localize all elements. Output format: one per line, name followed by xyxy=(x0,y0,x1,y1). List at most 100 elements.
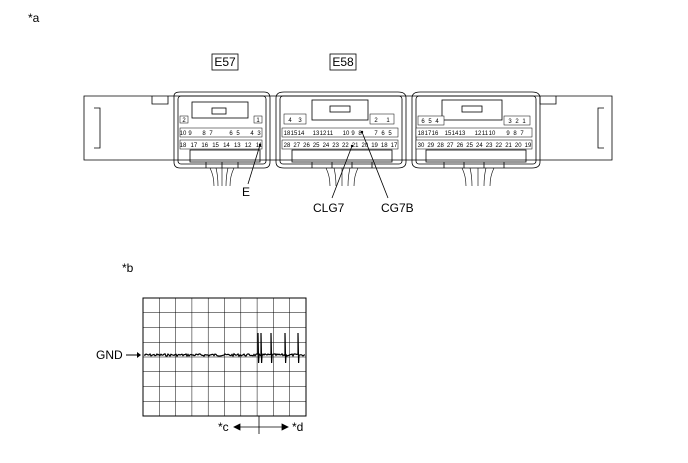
e58-pin-row1: 9 xyxy=(351,131,355,137)
e58-pin-row1: 13 xyxy=(313,131,320,137)
e59-pin-row1: 16 xyxy=(432,131,439,137)
e59-pin-row0: 4 xyxy=(435,119,439,125)
connector-e58 xyxy=(275,91,407,169)
e58-pin-row1: 7 xyxy=(374,131,378,137)
figure-label-b: *b xyxy=(122,261,134,275)
figure-label-d: *d xyxy=(292,420,303,434)
e59-pin-row1: 12 xyxy=(475,131,482,137)
e57-pin-row1: 5 xyxy=(236,131,240,137)
e57-pin-row1: 8 xyxy=(202,131,206,137)
e58-pin-row0: 2 xyxy=(374,118,378,124)
e59-pin-row2: 30 xyxy=(418,143,425,149)
e58-pins xyxy=(281,113,399,150)
e59-pin-row1: 10 xyxy=(489,131,496,137)
e59-pin-row2: 29 xyxy=(427,143,434,149)
e59-pin-row1: 15 xyxy=(445,131,452,137)
connector-e57 xyxy=(173,91,271,169)
e59-pin-row0: 3 xyxy=(508,119,512,125)
e58-pin-row2: 23 xyxy=(332,143,339,149)
e57-pin-row1: 6 xyxy=(229,131,233,137)
e57-pin-row2: 14 xyxy=(223,143,230,149)
e57-pin-row2: 13 xyxy=(234,143,241,149)
e57-label: E57 xyxy=(214,55,236,69)
e58-pin-row0: 1 xyxy=(386,118,390,124)
e58-pin-row1: 18 xyxy=(284,131,291,137)
e59-pin-row1: 17 xyxy=(425,131,432,137)
figure-label-a: *a xyxy=(28,11,40,25)
e59-pin-row2: 27 xyxy=(447,143,454,149)
time-span-arrow xyxy=(233,416,289,434)
e58-label: E58 xyxy=(332,55,354,69)
leader-lines xyxy=(247,131,389,199)
e59-pin-row2: 23 xyxy=(486,143,493,149)
e59-pin-row2: 20 xyxy=(515,143,522,149)
e59-pin-row0: 1 xyxy=(522,119,526,125)
e58-pin-row1: 14 xyxy=(298,131,305,137)
connector-e59 xyxy=(411,91,541,169)
e59-pin-row1: 14 xyxy=(452,131,459,137)
e58-pin-row2: 27 xyxy=(293,143,300,149)
e58-pin-row2: 28 xyxy=(284,143,291,149)
e58-pin-row2: 25 xyxy=(313,143,320,149)
e59-pin-row1: 8 xyxy=(513,131,517,137)
e58-pin-row2: 24 xyxy=(323,143,330,149)
terminal-e-dot xyxy=(258,143,262,147)
e59-pin-row0: 2 xyxy=(515,119,519,125)
e58-pin-row2: 20 xyxy=(361,143,368,149)
e57-pin-row2: 16 xyxy=(201,143,208,149)
wire-harness xyxy=(209,167,495,187)
e58-pin-row2: 18 xyxy=(381,143,388,149)
e57-pin-row2: 17 xyxy=(191,143,198,149)
terminal-e-label: E xyxy=(242,185,250,199)
e59-pin-row1: 9 xyxy=(506,131,510,137)
e59-pin-row0: 6 xyxy=(421,119,425,125)
e59-pins xyxy=(415,115,533,150)
e57-pin-row0: 1 xyxy=(256,118,260,124)
terminal-cg7b-dot xyxy=(360,130,364,134)
e58-pin-row2: 21 xyxy=(352,143,359,149)
e59-pin-row2: 25 xyxy=(466,143,473,149)
e59-pin-row1: 18 xyxy=(418,131,425,137)
e58-pin-row1: 10 xyxy=(343,131,350,137)
terminal-clg7-dot xyxy=(350,144,354,148)
e58-pin-row2: 22 xyxy=(342,143,349,149)
oscilloscope-grid xyxy=(142,297,307,417)
e57-pin-row1: 9 xyxy=(188,131,192,137)
e59-pin-row1: 11 xyxy=(482,131,489,137)
e57-pins xyxy=(179,115,263,150)
e58-pin-row1: 12 xyxy=(320,131,327,137)
e59-pin-row1: 13 xyxy=(459,131,466,137)
terminal-clg7-label: CLG7 xyxy=(313,201,345,215)
e57-pin-row2: 18 xyxy=(180,143,187,149)
e57-pin-row1: 10 xyxy=(180,131,187,137)
e57-pin-row2: 12 xyxy=(245,143,252,149)
e57-label-box xyxy=(211,53,239,71)
waveform-trace xyxy=(143,332,306,364)
e58-pin-row1: 5 xyxy=(388,131,392,137)
e58-pin-row1: 6 xyxy=(381,131,385,137)
e57-pin-row2: 15 xyxy=(212,143,219,149)
gnd-arrow-icon xyxy=(137,352,141,358)
e58-pin-row1: 11 xyxy=(327,131,334,137)
e58-pin-row1: 8 xyxy=(358,131,362,137)
e58-label-box xyxy=(329,53,357,71)
e57-pin-row1: 3 xyxy=(257,131,261,137)
gnd-label: GND xyxy=(96,348,123,362)
e59-pin-row2: 26 xyxy=(457,143,464,149)
e59-pin-row2: 22 xyxy=(495,143,502,149)
e59-pin-row0: 5 xyxy=(428,119,432,125)
e58-pin-row2: 17 xyxy=(391,143,398,149)
e57-pin-row0: 2 xyxy=(182,118,186,124)
e58-pin-row2: 26 xyxy=(303,143,310,149)
terminal-cg7b-label: CG7B xyxy=(381,201,414,215)
e58-pin-row2: 19 xyxy=(371,143,378,149)
e59-pin-row2: 24 xyxy=(476,143,483,149)
e59-pin-row2: 19 xyxy=(525,143,532,149)
e57-pin-row1: 4 xyxy=(250,131,254,137)
e57-pin-row1: 7 xyxy=(209,131,213,137)
e59-pin-row2: 28 xyxy=(437,143,444,149)
figure-label-c: *c xyxy=(218,420,229,434)
e58-pin-row1: 15 xyxy=(291,131,298,137)
